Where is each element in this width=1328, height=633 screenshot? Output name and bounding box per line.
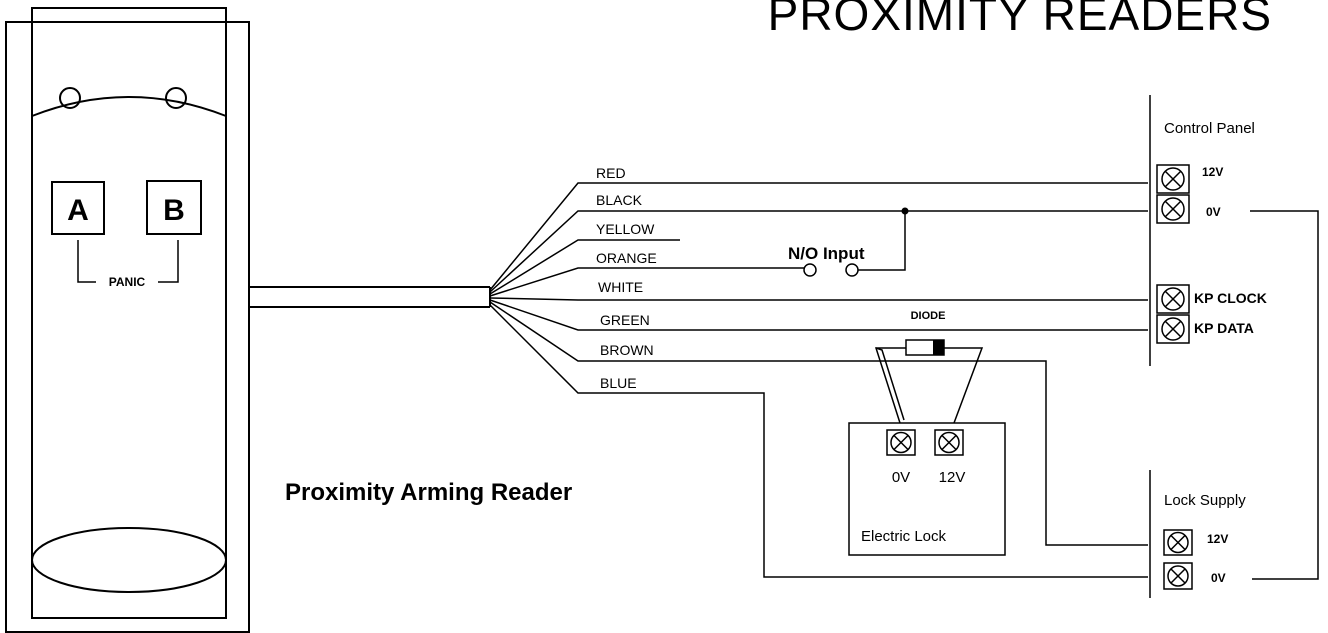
common-0v-link (1250, 210, 1319, 580)
wire-label-green: GREEN (600, 312, 650, 328)
wire-red (489, 182, 1148, 291)
reader-bottom-ellipse (31, 527, 227, 593)
electric-lock-label-0v: 0V (892, 469, 910, 486)
no-input-switch: N/O Input (788, 207, 909, 277)
electric-lock-title: Electric Lock (861, 528, 947, 545)
wire-white (489, 297, 1148, 301)
electric-lock-label-12v: 12V (939, 469, 966, 486)
cp-terminal-kp-clock (1156, 284, 1190, 314)
cp-terminal-0v (1156, 194, 1190, 224)
reader-cable (250, 286, 491, 308)
switch-return-wire (858, 211, 906, 271)
diode-lead-right (944, 347, 984, 424)
wire-label-white: WHITE (598, 279, 643, 295)
wire-label-brown: BROWN (600, 342, 654, 358)
wire-black (489, 210, 1148, 293)
electric-lock-box (848, 422, 1006, 556)
wire-label-red: RED (596, 165, 626, 181)
wire-label-blue: BLUE (600, 375, 637, 391)
junction-dot (901, 207, 909, 215)
wire-green (489, 299, 1148, 331)
diode-lead-left-2 (875, 347, 905, 421)
reader-front-plate (31, 7, 227, 619)
switch-contact-right (845, 263, 859, 277)
wire-label-black: BLACK (596, 192, 643, 208)
wire-fan (489, 182, 1148, 578)
wire-orange (489, 267, 804, 297)
reader-top-curve (31, 96, 227, 117)
panic-label: PANIC (109, 275, 146, 289)
diode-cathode-band (933, 340, 944, 355)
control-panel-title: Control Panel (1164, 120, 1255, 137)
ls-label-0v: 0V (1211, 571, 1226, 585)
panic-bracket-right (158, 240, 179, 283)
electric-lock-terminal-12v (934, 429, 964, 456)
reader-caption: Proximity Arming Reader (285, 479, 572, 506)
wire-label-yellow: YELLOW (596, 221, 655, 237)
lock-supply-title: Lock Supply (1164, 492, 1246, 509)
diode: DIODE (874, 310, 984, 424)
cp-label-kp-clock: KP CLOCK (1194, 290, 1267, 306)
cp-terminal-kp-data (1156, 314, 1190, 344)
lock-supply: Lock Supply 12V 0V (1149, 470, 1246, 598)
wire-yellow (489, 239, 680, 295)
control-panel: Control Panel 12V 0V KP CLOCK (1149, 95, 1267, 366)
reader-outer-frame (5, 21, 250, 633)
page-title: PROXIMITY READERS (768, 0, 1272, 40)
electric-lock-terminal-0v (886, 429, 916, 456)
wire-blue (489, 304, 1148, 578)
no-input-label: N/O Input (788, 244, 865, 263)
panic-bracket-left (77, 240, 96, 283)
switch-contact-left (803, 263, 817, 277)
cp-label-kp-data: KP DATA (1194, 320, 1254, 336)
wire-label-orange: ORANGE (596, 250, 657, 266)
button-b-label: B (163, 194, 185, 227)
screw-hole-left (59, 87, 81, 109)
diode-label: DIODE (911, 310, 946, 322)
electric-lock: 0V 12V Electric Lock (848, 422, 1006, 556)
ls-label-12v: 12V (1207, 532, 1228, 546)
cp-label-12v: 12V (1202, 165, 1223, 179)
cp-terminal-12v (1156, 164, 1190, 194)
button-a-label: A (67, 194, 89, 227)
wire-brown (489, 301, 1148, 546)
button-a[interactable] (51, 181, 105, 235)
ls-terminal-12v (1163, 529, 1193, 556)
proximity-reader: A B PANIC (5, 7, 250, 633)
cp-label-0v: 0V (1206, 205, 1221, 219)
screw-hole-right (165, 87, 187, 109)
button-b[interactable] (146, 180, 202, 235)
ls-terminal-0v (1163, 562, 1193, 590)
